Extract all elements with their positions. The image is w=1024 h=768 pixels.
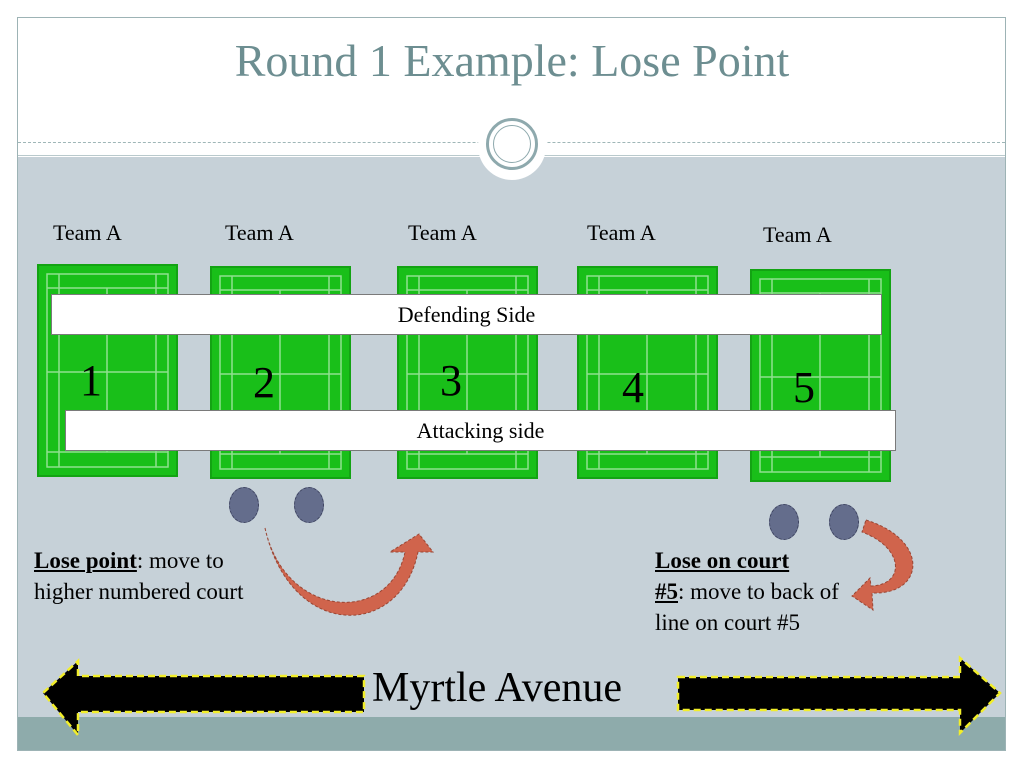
note-lose-point-text: : move to higher numbered court — [34, 548, 244, 604]
note-lose-court5-heading-2: #5 — [655, 579, 678, 604]
team-label-3: Team A — [408, 220, 477, 245]
player-court5-right — [829, 504, 859, 540]
defending-side-box: Defending Side — [51, 294, 882, 335]
curved-arrow-left-icon — [264, 527, 435, 616]
team-label-2: Team A — [225, 220, 294, 245]
team-label-1: Team A — [53, 220, 122, 245]
street-arrow-right-icon — [676, 655, 1002, 737]
note-lose-point-heading: Lose point — [34, 548, 137, 573]
team-label-4: Team A — [587, 220, 656, 245]
slide-title: Round 1 Example: Lose Point — [234, 35, 790, 86]
team-label-5: Team A — [763, 222, 832, 247]
player-court2-left — [229, 487, 259, 523]
court-number-1: 1 — [80, 356, 102, 405]
note-lose-court5: Lose on court #5: move to back of line on… — [655, 545, 855, 638]
court-number-3: 3 — [440, 356, 462, 405]
player-court5-left — [769, 504, 799, 540]
footer-band — [18, 717, 1005, 750]
attacking-side-box: Attacking side — [65, 410, 896, 451]
note-lose-court5-heading: Lose on court — [655, 548, 790, 573]
curved-arrow-right-icon — [851, 519, 914, 611]
note-lose-court5-text: : move to back of line on court #5 — [655, 579, 839, 635]
note-lose-point: Lose point: move to higher numbered cour… — [34, 545, 274, 607]
court-number-4: 4 — [622, 363, 644, 412]
court-number-2: 2 — [253, 358, 275, 407]
ornament-inner-icon — [493, 125, 531, 163]
player-court2-right — [294, 487, 324, 523]
court-number-5: 5 — [793, 363, 815, 412]
street-label: Myrtle Avenue — [372, 665, 622, 711]
street-arrow-left-icon — [41, 658, 366, 739]
